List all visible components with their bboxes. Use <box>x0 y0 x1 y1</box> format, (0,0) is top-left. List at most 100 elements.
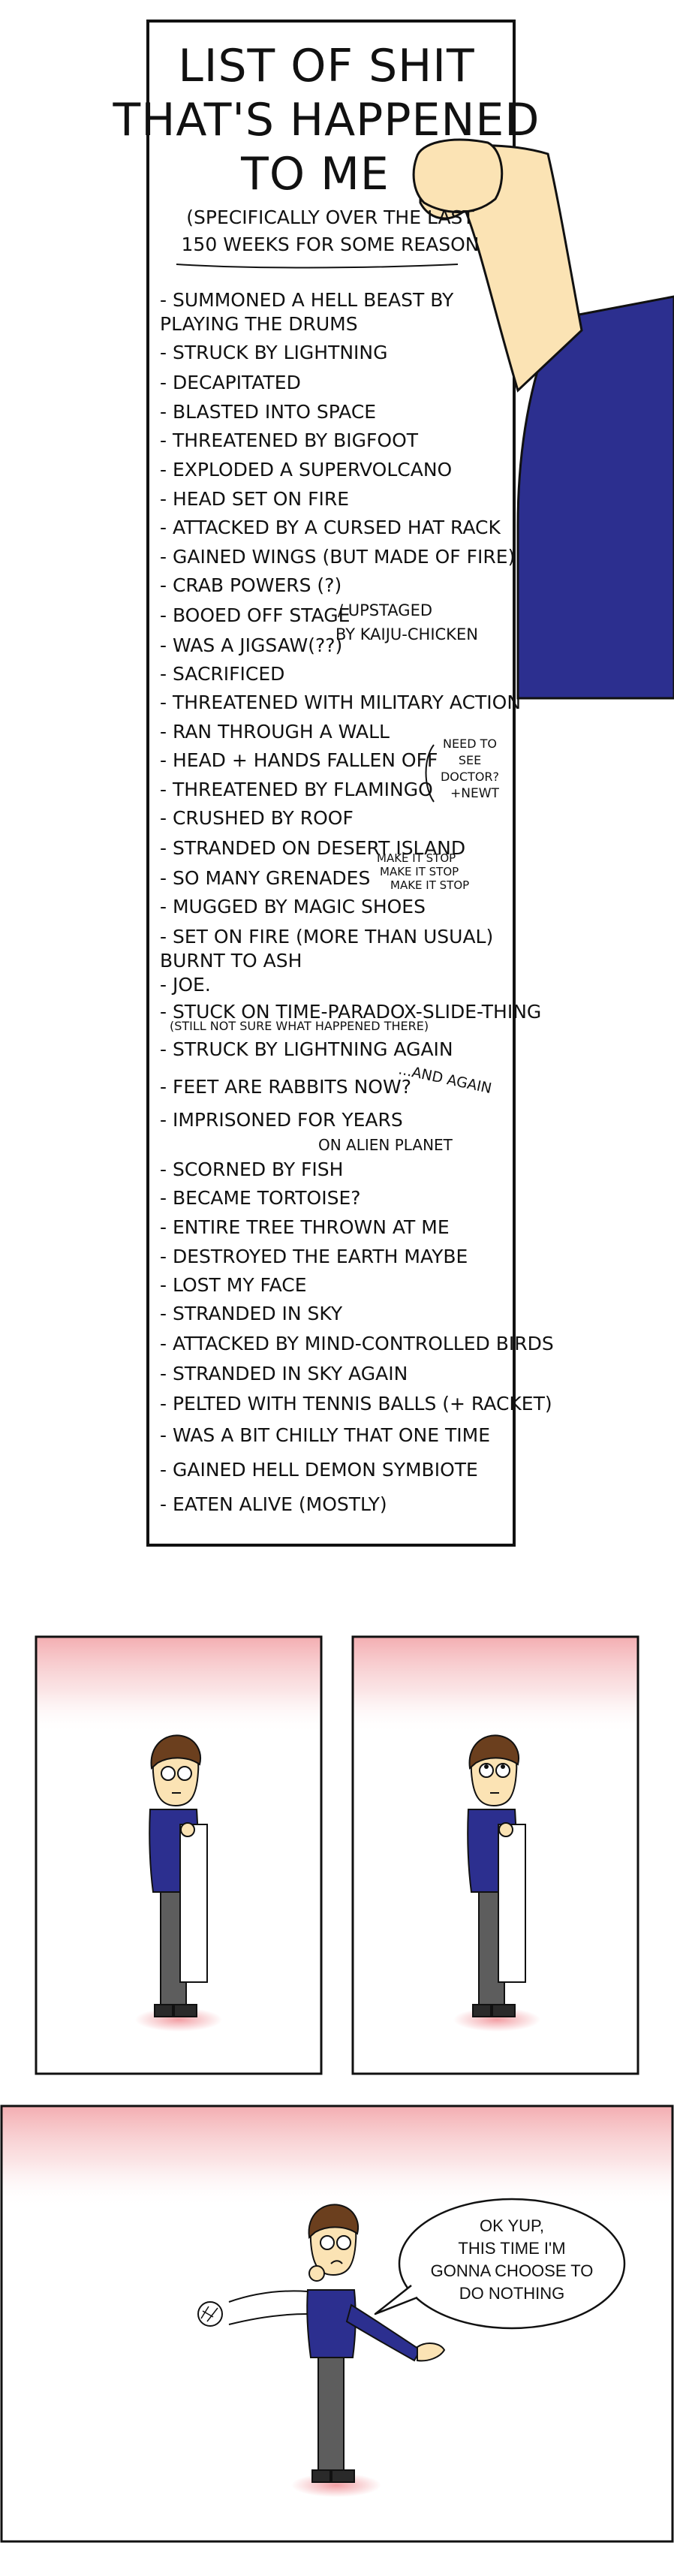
glasses-right <box>495 1763 510 1778</box>
note-newt: +NEWT <box>450 786 500 801</box>
list-item: - THREATENED BY FLAMINGO <box>160 779 433 800</box>
motion-line-1 <box>228 2290 308 2303</box>
list-item: - CRUSHED BY ROOF <box>160 807 354 829</box>
list-item: - THREATENED BY BIGFOOT <box>160 429 419 451</box>
list-item: - SO MANY GRENADES <box>160 867 370 889</box>
shirt <box>306 2289 357 2358</box>
list-item: - SCORNED BY FISH <box>160 1158 343 1180</box>
panel-3-frame <box>0 2104 674 2543</box>
list-item: - BECAME TORTOISE? <box>160 1187 361 1209</box>
list-title-1: LIST OF SHIT <box>178 40 474 92</box>
list-item: - FEET ARE RABBITS NOW? <box>160 1076 411 1098</box>
hand <box>498 1822 513 1837</box>
hand-on-cheek <box>308 2265 325 2282</box>
glasses-left <box>479 1763 494 1778</box>
pupil-left <box>484 1764 489 1769</box>
hair <box>308 2204 359 2239</box>
shoes <box>311 2469 355 2483</box>
glasses-left <box>320 2235 335 2250</box>
list-item: - DESTROYED THE EARTH MAYBE <box>160 1246 468 1267</box>
list-item: - HEAD SET ON FIRE <box>160 488 349 510</box>
panel-2-frame <box>351 1635 639 2075</box>
panel-1 <box>35 1635 323 2075</box>
speech-bubble: OK YUP, THIS TIME I'M GONNA CHOOSE TO DO… <box>374 2198 626 2330</box>
panel-3: OK YUP, THIS TIME I'M GONNA CHOOSE TO DO… <box>0 2104 674 2543</box>
list-item: - STRUCK BY LIGHTNING <box>160 342 387 363</box>
list-item: - ENTIRE TREE THROWN AT ME <box>160 1216 450 1238</box>
list-item: - THREATENED WITH MILITARY ACTION <box>160 691 521 713</box>
motion-line-2 <box>228 2313 308 2325</box>
speech-line-2: THIS TIME I'M <box>458 2239 565 2258</box>
pupil-right <box>501 1764 505 1769</box>
glasses-right <box>177 1766 192 1781</box>
panel-3-character <box>306 2204 446 2483</box>
list-item: PLAYING THE DRUMS <box>160 313 358 335</box>
list-item: - JOE. <box>160 974 211 996</box>
hand <box>180 1822 195 1837</box>
list-item: - EATEN ALIVE (MOSTLY) <box>160 1493 387 1515</box>
list-item: - STRANDED IN SKY <box>160 1303 343 1324</box>
list-item: - SET ON FIRE (MORE THAN USUAL) <box>160 926 493 948</box>
list-item: - PELTED WITH TENNIS BALLS (+ RACKET) <box>160 1393 552 1415</box>
panel-2-sky <box>353 1637 638 1734</box>
list-item: BURNT TO ASH <box>160 950 302 972</box>
crumpled-paper-ball <box>197 2301 223 2327</box>
shoes <box>472 2004 516 2017</box>
speech-bubble-tail <box>374 2285 418 2315</box>
mouth <box>330 2260 343 2264</box>
list-item: - BLASTED INTO SPACE <box>160 401 376 423</box>
open-hand <box>417 2343 446 2362</box>
list-item: - STRANDED ON DESERT ISLAND <box>160 837 465 859</box>
panel-1-character <box>149 1734 208 2017</box>
panel-1-frame <box>35 1635 323 2075</box>
list-subtitle-2: 150 WEEKS FOR SOME REASON <box>182 233 480 255</box>
list-item: - IMPRISONED FOR YEARS <box>160 1109 403 1131</box>
note-upstaged-1: / UPSTAGED <box>338 601 432 619</box>
list-item: - GAINED WINGS (BUT MADE OF FIRE) <box>160 546 515 568</box>
list-item: - WAS A BIT CHILLY THAT ONE TIME <box>160 1424 490 1446</box>
list-item: - STRUCK BY LIGHTNING AGAIN <box>160 1038 453 1060</box>
list-item: - STUCK ON TIME-PARADOX-SLIDE-THING <box>160 1001 541 1023</box>
list-item: - HEAD + HANDS FALLEN OFF <box>160 749 438 771</box>
list-panel: LIST OF SHIT THAT'S HAPPENED TO ME (SPEC… <box>113 20 674 1547</box>
list-title-2: THAT'S HAPPENED <box>113 94 540 146</box>
note-alien: ON ALIEN PLANET <box>318 1136 453 1154</box>
list-title-3: TO ME <box>240 148 390 200</box>
hair <box>468 1734 519 1770</box>
list-item: - RAN THROUGH A WALL <box>160 721 390 743</box>
list-item: - ATTACKED BY A CURSED HAT RACK <box>160 517 501 538</box>
speech-line-1: OK YUP, <box>480 2216 544 2235</box>
note-stop-3: MAKE IT STOP <box>390 878 469 892</box>
glasses-right <box>336 2235 351 2250</box>
paper-held <box>179 1824 208 1983</box>
list-paper <box>146 20 516 1547</box>
list-subtitle-1: (SPECIFICALLY OVER THE LAST <box>186 206 474 228</box>
speech-line-4: DO NOTHING <box>459 2284 565 2303</box>
glasses-left <box>161 1766 176 1781</box>
subtitle-underline <box>176 264 459 269</box>
speech-line-3: GONNA CHOOSE TO <box>431 2261 594 2280</box>
panel-1-sky <box>36 1637 321 1734</box>
panel-3-sky <box>2 2106 672 2207</box>
paper-held <box>498 1824 526 1983</box>
note-stop-1: MAKE IT STOP <box>377 851 456 865</box>
list-item: - EXPLODED A SUPERVOLCANO <box>160 459 452 481</box>
note-upstaged-2: BY KAIJU-CHICKEN <box>335 625 478 643</box>
list-item: - MUGGED BY MAGIC SHOES <box>160 896 426 917</box>
shoes <box>154 2004 197 2017</box>
list-item: - ATTACKED BY MIND-CONTROLLED BIRDS <box>160 1333 554 1354</box>
hair <box>150 1734 201 1770</box>
note-doctor-bracket <box>425 744 435 803</box>
speech-bubble-shape <box>398 2198 626 2330</box>
list-item: - CRAB POWERS (?) <box>160 574 342 596</box>
panel-2 <box>351 1635 639 2075</box>
list-item: - BOOED OFF STAGE <box>160 604 350 626</box>
list-item: - SACRIFICED <box>160 663 284 685</box>
panel-2-character <box>467 1734 526 2017</box>
list-item: - WAS A JIGSAW(??) <box>160 634 342 656</box>
note-doctor-3: DOCTOR? <box>441 770 499 784</box>
note-doctor-1: NEED TO <box>443 737 497 751</box>
list-item: - GAINED HELL DEMON SYMBIOTE <box>160 1459 478 1481</box>
note-doctor-2: SEE <box>459 753 481 767</box>
hand <box>412 138 504 213</box>
